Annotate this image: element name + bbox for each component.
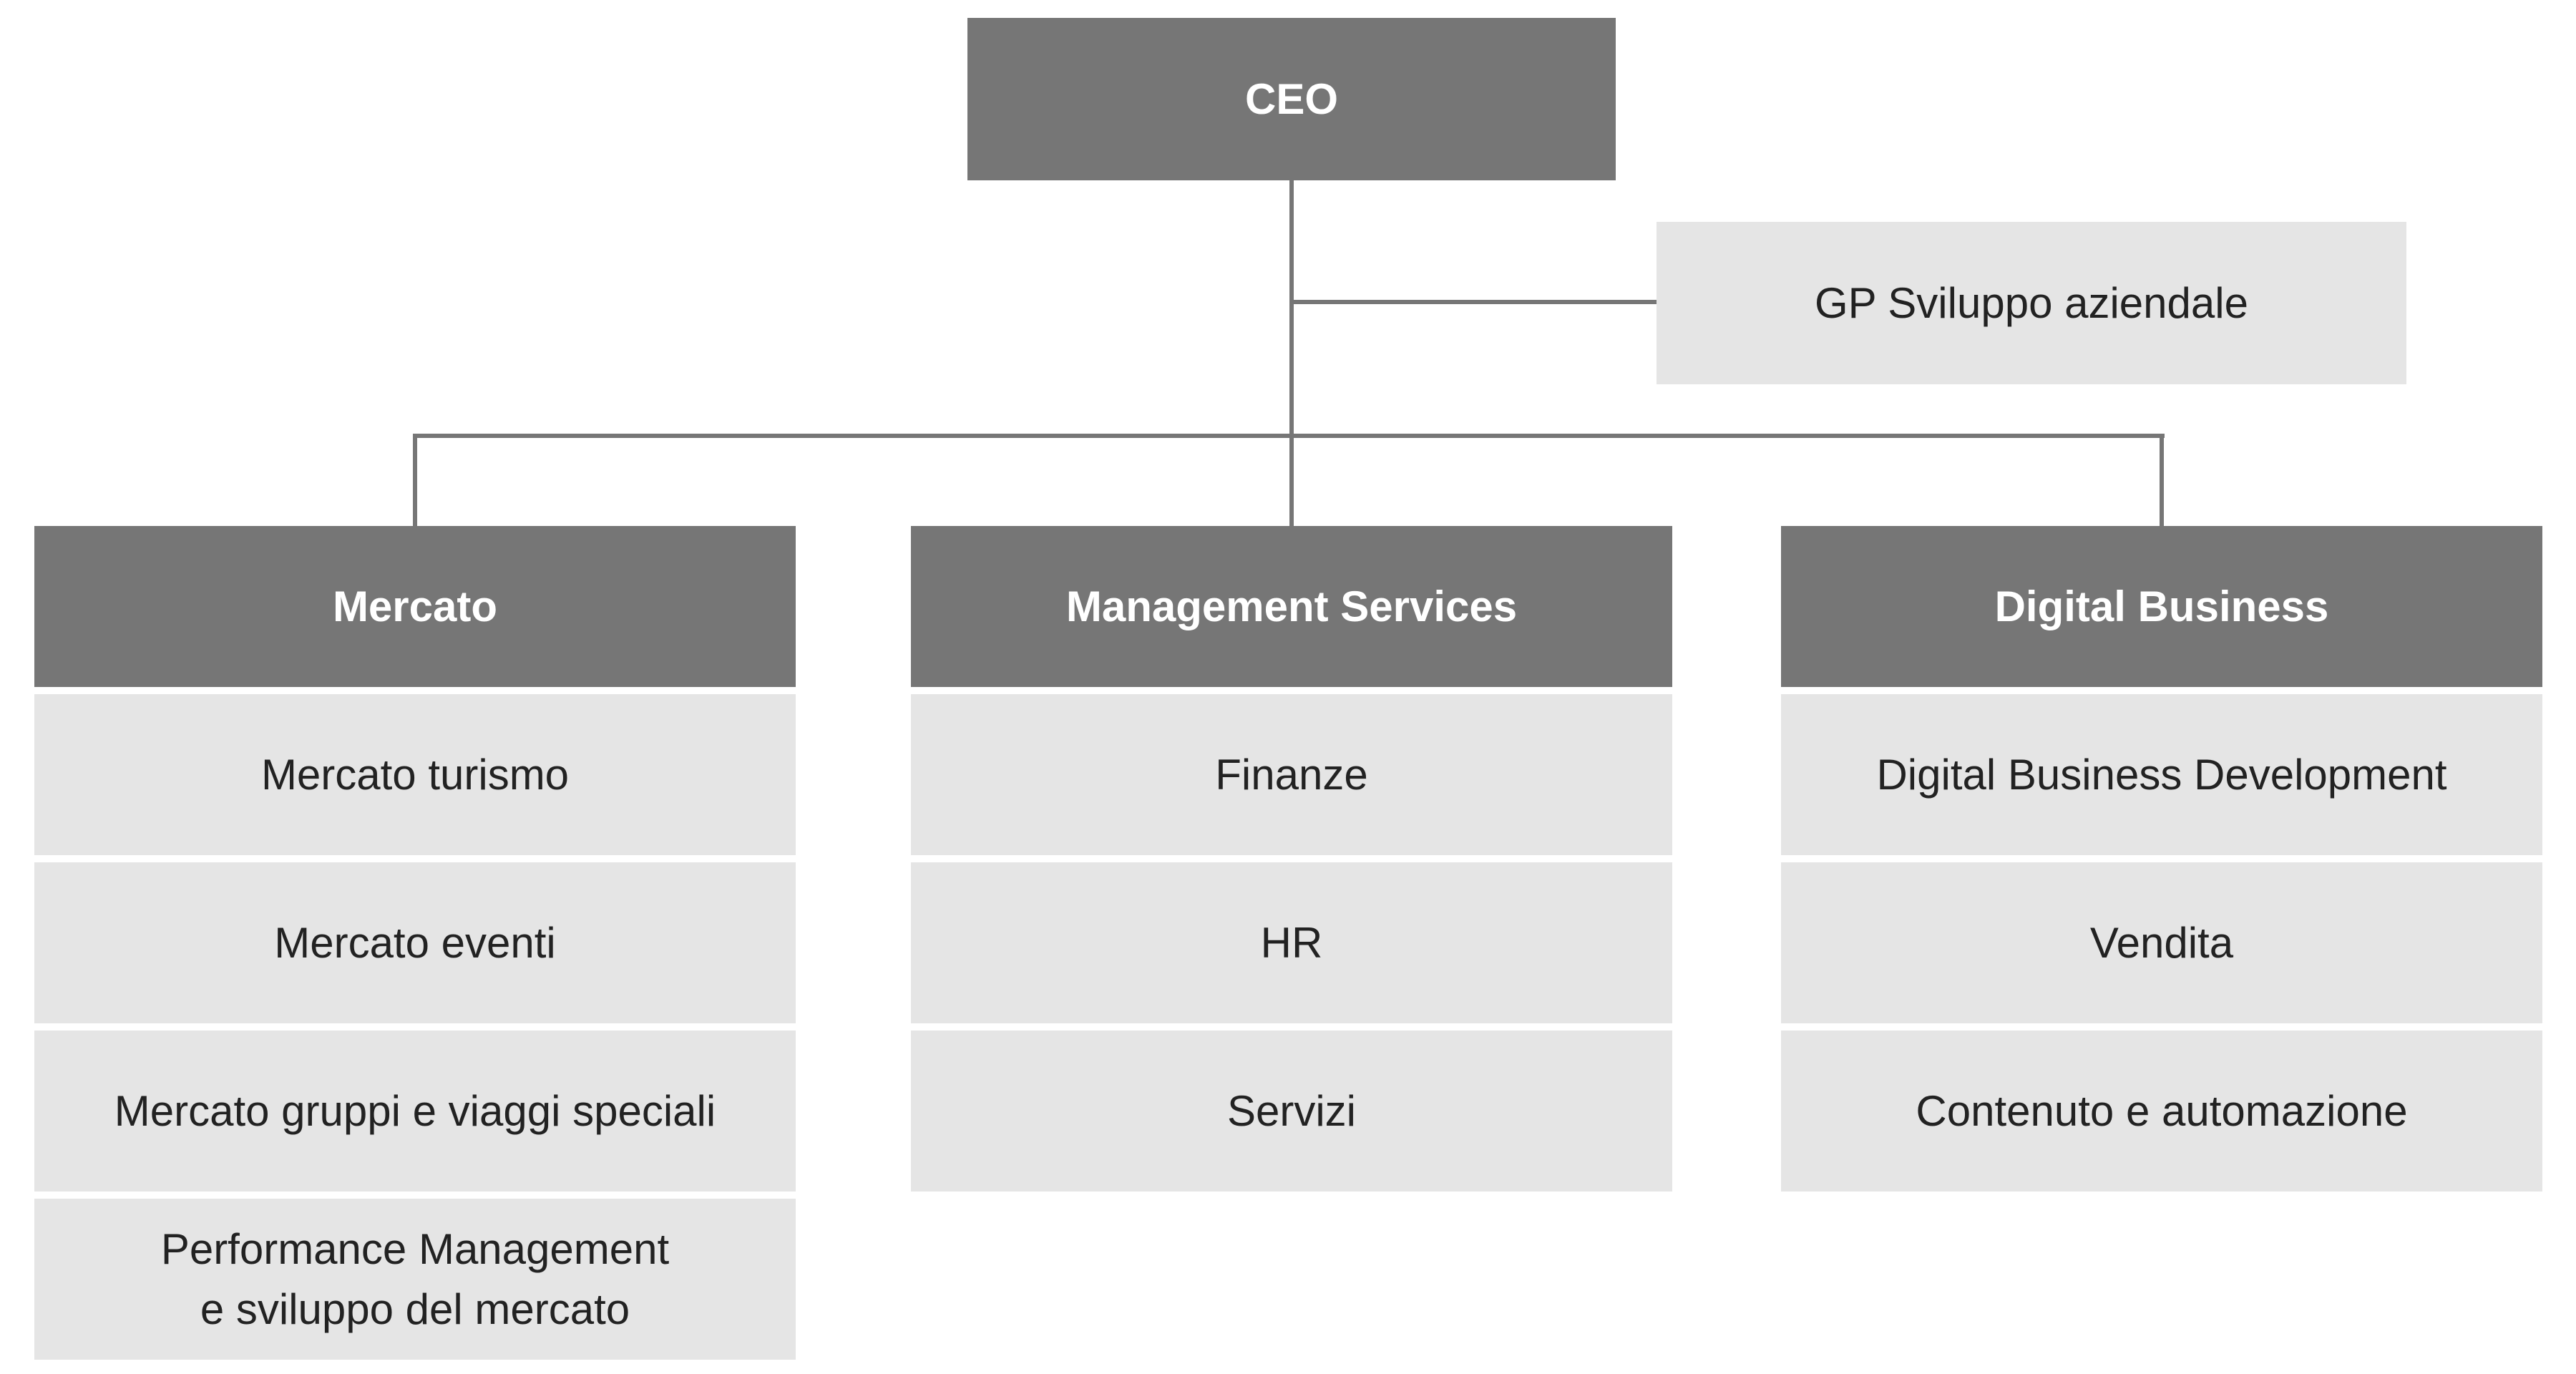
dept-item-vendita: Vendita [1781, 862, 2542, 1023]
staff-node-gp-sviluppo-aziendale: GP Sviluppo aziendale [1657, 222, 2406, 384]
dept-column-mercato: Mercato Mercato turismo Mercato eventi M… [34, 526, 796, 1360]
connector-staff-branch [1292, 300, 1658, 304]
dept-item-mercato-eventi: Mercato eventi [34, 862, 796, 1023]
dept-item-performance-management: Performance Management e sviluppo del me… [34, 1199, 796, 1360]
connector-stub-mercato [413, 434, 417, 526]
dept-header-mercato: Mercato [34, 526, 796, 687]
ceo-node: CEO [967, 18, 1616, 180]
dept-column-digital-business: Digital Business Digital Business Develo… [1781, 526, 2542, 1192]
dept-header-management-services: Management Services [911, 526, 1672, 687]
dept-column-management-services: Management Services Finanze HR Servizi [911, 526, 1672, 1192]
dept-item-finanze: Finanze [911, 694, 1672, 855]
connector-stub-digital-business [2160, 434, 2164, 526]
ceo-label: CEO [1244, 75, 1339, 123]
connector-departments-horizontal [413, 434, 2165, 438]
connector-ceo-vertical [1289, 180, 1294, 526]
dept-item-hr: HR [911, 862, 1672, 1023]
dept-item-contenuto-e-automazione: Contenuto e automazione [1781, 1030, 2542, 1192]
dept-item-servizi: Servizi [911, 1030, 1672, 1192]
dept-item-mercato-turismo: Mercato turismo [34, 694, 796, 855]
staff-node-label: GP Sviluppo aziendale [1815, 279, 2248, 327]
dept-item-digital-business-development: Digital Business Development [1781, 694, 2542, 855]
dept-header-digital-business: Digital Business [1781, 526, 2542, 687]
dept-item-mercato-gruppi-e-viaggi-speciali: Mercato gruppi e viaggi speciali [34, 1030, 796, 1192]
